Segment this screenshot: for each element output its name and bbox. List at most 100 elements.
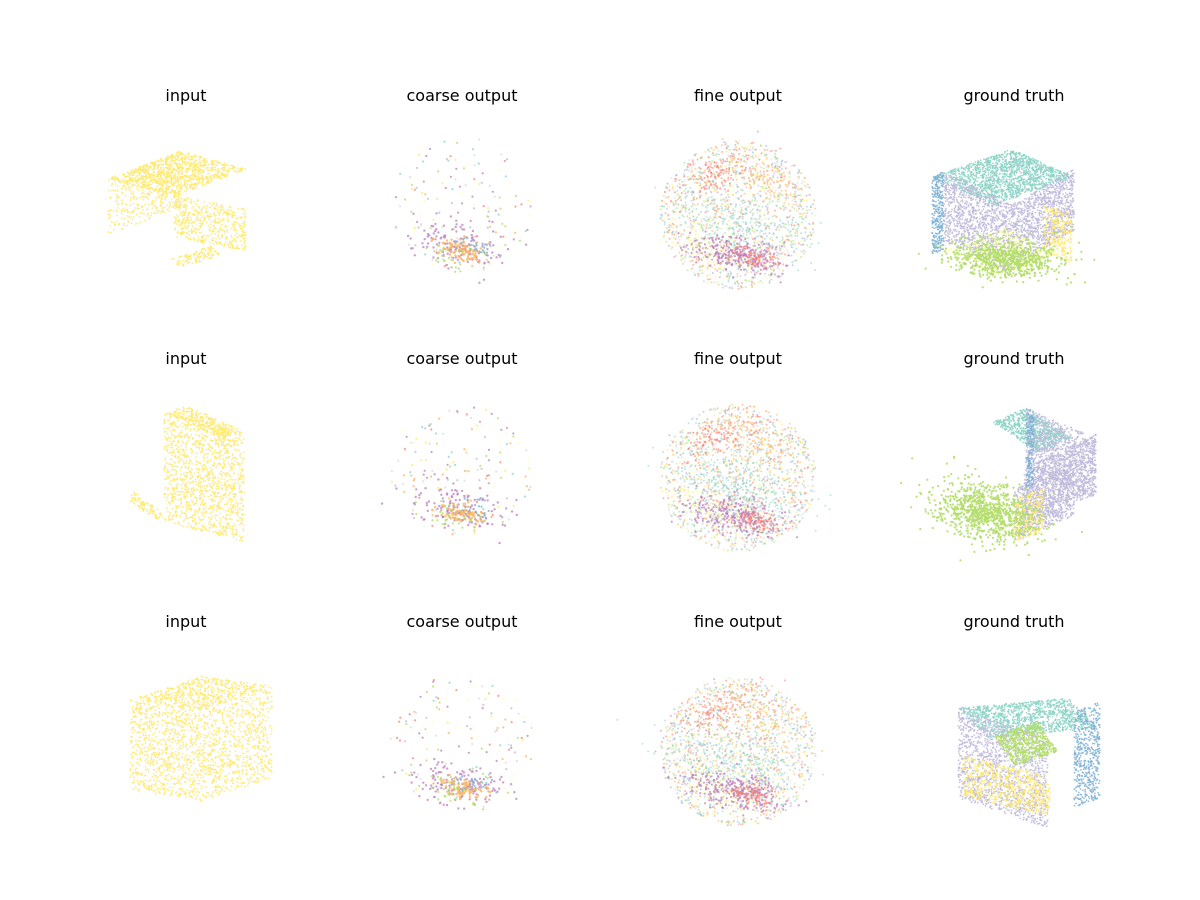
fine-point — [729, 216, 731, 218]
input-point — [137, 179, 139, 181]
fine-point — [709, 233, 711, 235]
input-point — [215, 167, 217, 169]
input-point — [206, 182, 208, 184]
fine-point — [745, 207, 747, 209]
input-point — [216, 203, 218, 205]
input-point — [211, 168, 213, 170]
input-point — [245, 217, 247, 219]
fine-point — [758, 221, 760, 223]
fine-point — [697, 253, 699, 255]
fine-point — [701, 218, 703, 220]
fine-point — [705, 275, 707, 277]
fine-point — [689, 227, 691, 229]
coarse-point — [395, 196, 397, 198]
fine-point — [710, 189, 712, 191]
fine-point — [688, 159, 690, 161]
fine-point — [749, 254, 751, 256]
fine-point — [774, 224, 776, 226]
input-point — [210, 246, 212, 248]
input-point — [157, 181, 159, 183]
fine-point — [697, 275, 699, 277]
fine-point — [760, 171, 762, 173]
input-point — [200, 156, 202, 158]
fine-point — [747, 200, 749, 202]
fine-point — [709, 278, 711, 280]
fine-point — [769, 245, 771, 247]
input-point — [181, 233, 183, 235]
fine-point — [703, 248, 705, 250]
input-point — [205, 237, 207, 239]
input-point — [236, 230, 238, 232]
input-point — [191, 200, 193, 202]
fine-point — [715, 154, 717, 156]
fine-point — [769, 253, 771, 255]
input-point — [182, 161, 184, 163]
input-point — [142, 166, 144, 168]
input-point — [182, 219, 184, 221]
input-point — [150, 162, 152, 164]
input-point — [157, 210, 159, 212]
fine-point — [740, 278, 742, 280]
input-point — [122, 188, 124, 190]
input-point — [126, 183, 128, 185]
fine-point — [713, 207, 715, 209]
fine-point — [679, 217, 681, 219]
input-point — [217, 163, 219, 165]
input-point — [152, 189, 154, 191]
fine-point — [664, 191, 666, 193]
input-point — [162, 208, 164, 210]
fine-point — [786, 186, 788, 188]
input-point — [184, 261, 186, 263]
fine-point — [730, 212, 732, 214]
coarse-point — [445, 187, 447, 189]
coarse-point — [483, 269, 485, 271]
input-point — [227, 221, 229, 223]
fine-point — [726, 171, 728, 173]
fine-point — [789, 220, 791, 222]
fine-point — [800, 204, 802, 206]
fine-point — [713, 217, 715, 219]
input-point — [161, 210, 163, 212]
fine-point — [756, 240, 758, 242]
input-point — [212, 170, 214, 172]
fine-point — [676, 207, 678, 209]
input-point — [175, 220, 177, 222]
fine-point — [692, 211, 694, 213]
fine-point — [771, 237, 773, 239]
fine-point — [752, 230, 754, 232]
fine-point — [717, 155, 719, 157]
fine-point — [668, 231, 670, 233]
input-point — [141, 193, 143, 195]
fine-point — [683, 190, 685, 192]
input-point — [223, 175, 225, 177]
fine-point — [703, 271, 705, 273]
fine-point — [708, 180, 710, 182]
fine-point — [809, 224, 811, 226]
fine-point — [769, 256, 771, 258]
fine-point — [761, 282, 763, 284]
fine-point — [811, 234, 813, 236]
coarse-point — [473, 203, 475, 205]
fine-point — [786, 257, 788, 259]
fine-point — [698, 273, 700, 275]
input-point — [223, 245, 225, 247]
fine-point — [724, 182, 726, 184]
fine-point — [670, 248, 672, 250]
fine-point — [789, 180, 791, 182]
fine-point — [707, 179, 709, 181]
fine-point — [797, 269, 799, 271]
fine-point — [809, 246, 811, 248]
fine-point — [760, 280, 762, 282]
fine-point — [715, 251, 717, 253]
input-point — [128, 173, 130, 175]
fine-point — [740, 275, 742, 277]
input-point — [186, 228, 188, 230]
fine-point — [748, 143, 750, 145]
coarse-point — [408, 182, 410, 184]
fine-point — [666, 208, 668, 210]
input-point — [181, 255, 183, 257]
input-point — [216, 165, 218, 167]
fine-point — [689, 232, 691, 234]
coarse-point — [468, 258, 470, 260]
input-point — [138, 185, 140, 187]
